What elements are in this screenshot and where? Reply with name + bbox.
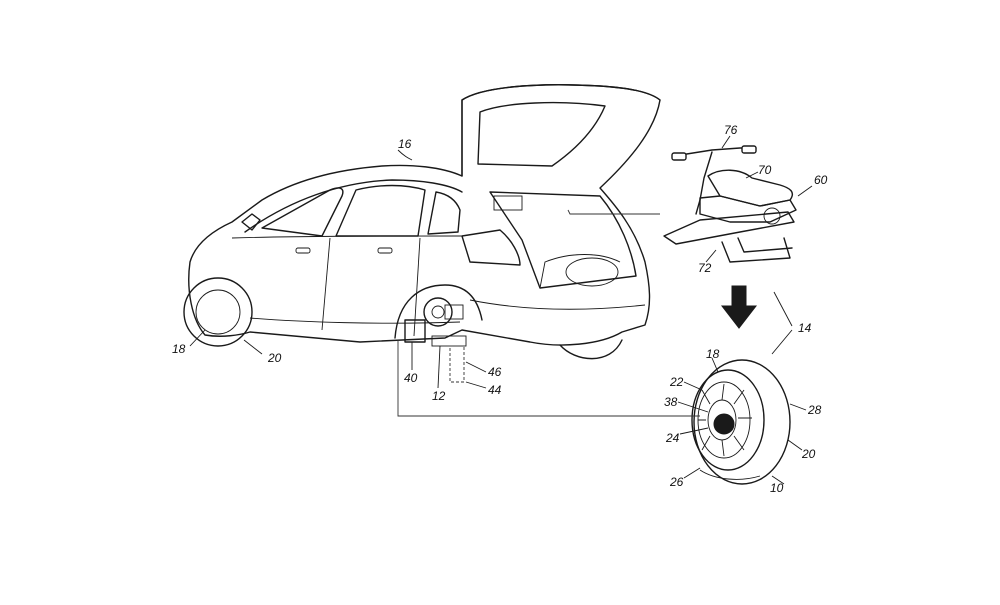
car-hatch-glass: [477, 101, 606, 167]
connector-lines: [189, 135, 813, 485]
label-44: 44: [488, 383, 502, 397]
leader-72: [705, 249, 717, 263]
front-tire: [183, 277, 253, 347]
part-44-box: [449, 345, 465, 383]
front-wheel-inner: [195, 289, 241, 335]
wheel-assembly-drawing: [691, 359, 791, 485]
wheel-tire-outer: [693, 359, 791, 485]
label-18-front: 18: [172, 342, 186, 356]
wheel-tread: [699, 469, 761, 480]
car-mirror: [241, 213, 261, 231]
label-40: 40: [404, 371, 418, 385]
leader-26: [683, 467, 701, 479]
cargo-floor: [539, 254, 621, 289]
label-10: 10: [770, 481, 784, 495]
label-22: 22: [670, 375, 684, 389]
leader-18-left: [189, 329, 206, 347]
seat-shock: [763, 207, 781, 225]
spare-well: [565, 257, 619, 287]
label-28: 28: [808, 403, 822, 417]
rear-spare-tire: [559, 339, 623, 360]
car-tail-light: [461, 229, 521, 266]
leader-16: [397, 149, 413, 161]
handlebar-grip-right: [741, 145, 757, 154]
wheel-spokes: [698, 383, 752, 457]
leader-14b: [771, 329, 793, 355]
door-handle-rear: [377, 247, 393, 254]
car-window-rear: [335, 184, 426, 237]
skid-left: [721, 237, 791, 263]
part-12-box: [431, 335, 467, 347]
label-26: 26: [670, 475, 684, 489]
car-hatch-open: [461, 84, 661, 177]
leader-10: [771, 475, 785, 485]
leader-20-left: [243, 339, 263, 355]
label-76: 76: [724, 123, 738, 137]
leader-18-wheel: [711, 357, 719, 373]
car-drawing: [183, 84, 661, 383]
car-roofline: [244, 179, 463, 233]
car-window-front: [261, 187, 344, 237]
part-40-box: [404, 319, 426, 343]
down-arrow-icon: [720, 285, 758, 329]
leader-38: [677, 401, 709, 413]
leader-70: [745, 171, 759, 179]
down-arrow-head: [720, 305, 758, 329]
leader-28: [789, 403, 807, 411]
rear-hub-center: [431, 305, 445, 319]
leader-24: [679, 427, 709, 435]
label-46: 46: [488, 365, 502, 379]
rear-hub: [423, 297, 453, 327]
label-24: 24: [666, 431, 680, 445]
leader-12: [437, 345, 441, 389]
leader-76: [721, 135, 731, 149]
label-38: 38: [664, 395, 678, 409]
label-16: 16: [398, 137, 412, 151]
car-body-outline: [188, 84, 661, 346]
label-20-wheel: 20: [802, 447, 816, 461]
car-cargo-opening: [489, 191, 637, 289]
label-60: 60: [814, 173, 828, 187]
car-rear-bumper: [469, 299, 646, 310]
car-door-line-2: [413, 237, 421, 337]
mobility-device-drawing: [663, 145, 797, 263]
frame-body: [699, 195, 797, 223]
connector-device-to-cargo: [567, 209, 660, 215]
label-70: 70: [758, 163, 772, 177]
car-door-line-1: [321, 237, 331, 331]
label-20-front: 20: [268, 351, 282, 365]
leader-44: [465, 381, 487, 389]
label-14: 14: [798, 321, 812, 335]
rear-wheel-arch: [394, 284, 483, 339]
steering-stem: [695, 151, 713, 215]
label-72: 72: [698, 261, 712, 275]
door-handle-front: [295, 247, 311, 254]
hub-actuator: [444, 304, 464, 320]
car-beltline: [231, 235, 463, 239]
car-rocker: [249, 317, 461, 324]
deck: [663, 211, 795, 245]
wheel-motor: [713, 413, 735, 435]
leader-46: [465, 361, 487, 373]
label-12: 12: [432, 389, 446, 403]
handlebar-grip-left: [671, 152, 687, 161]
leader-60: [797, 185, 813, 197]
leader-22: [683, 381, 703, 391]
connector-hub-to-wheel: [397, 340, 700, 417]
down-arrow-shaft: [731, 285, 747, 309]
leader-14a: [773, 291, 793, 327]
wheel-rim: [691, 369, 765, 471]
car-window-quarter: [427, 191, 461, 235]
cargo-box: [493, 195, 523, 211]
label-18-wheel: 18: [706, 347, 720, 361]
skid-right: [737, 237, 793, 253]
leader-20-wheel: [787, 439, 803, 451]
